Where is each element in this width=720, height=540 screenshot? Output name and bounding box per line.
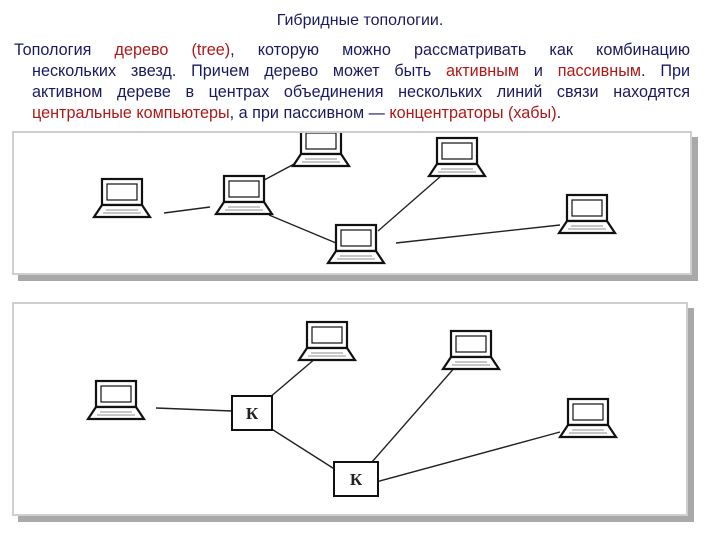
computer-far-left (92, 177, 152, 219)
link-hub-2-to-right (375, 431, 561, 483)
paragraph-line-2: нескольких звезд. Причем дерево может бы… (32, 62, 690, 80)
computer-top-right (427, 136, 487, 178)
paragraph-line-1: Топология дерево (tree), которую можно р… (14, 41, 690, 59)
term-hubs: концентраторы (хабы) (389, 104, 557, 122)
link-left-to-center-left (163, 206, 211, 214)
computer-right (557, 193, 617, 235)
slide-title: Гибридные топологии. (276, 12, 444, 29)
passive-tree-svg: К К (86, 320, 618, 497)
computer-top (297, 320, 357, 362)
hub-1: К (231, 395, 273, 431)
computer-top (291, 133, 351, 168)
hub-1-label: К (246, 404, 259, 423)
term-central-computers: центральные компьютеры (32, 104, 230, 122)
link-left-to-hub-1 (155, 407, 233, 412)
link-hub-1-to-hub-2 (269, 427, 337, 471)
central-computer-bottom (326, 223, 386, 265)
description-paragraph: Топология дерево (tree), которую можно р… (14, 40, 690, 124)
passive-tree-diagram: К К (12, 302, 688, 516)
term-tree: дерево (tree) (114, 41, 231, 59)
paragraph-line-3: активном дереве в центрах объединения не… (32, 83, 690, 101)
computer-top-right (441, 329, 501, 371)
term-passive: пассивным (557, 62, 641, 80)
hub-2-label: К (350, 470, 363, 489)
link-center-left-to-bottom (268, 214, 337, 244)
term-active: активным (445, 62, 519, 80)
link-bottom-to-right (395, 224, 561, 244)
central-computer-left (214, 174, 274, 216)
computer-far-left (86, 379, 146, 421)
link-bottom-to-top-right (377, 168, 450, 232)
paragraph-line-4: центральные компьютеры, а при пассивном … (32, 104, 562, 122)
link-hub-2-to-top-right (371, 365, 457, 463)
computer-right (558, 397, 618, 439)
hub-2: К (333, 461, 379, 497)
link-hub-1-to-top (268, 357, 317, 399)
active-tree-svg (92, 133, 617, 265)
active-tree-diagram (12, 131, 692, 275)
